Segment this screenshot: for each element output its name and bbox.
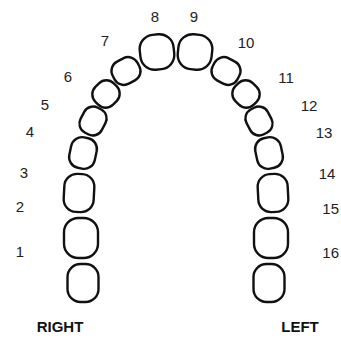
tooth-number: 7 [101,32,109,49]
tooth-outline [108,53,144,88]
tooth-outline [67,135,99,171]
tooth-number: 9 [190,8,198,25]
tooth-number: 4 [26,123,34,140]
tooth-number: 3 [20,164,28,181]
tooth-number: 16 [322,244,339,261]
tooth-number: 2 [16,198,24,215]
tooth-number: 11 [278,69,294,86]
tooth-number: 1 [16,243,24,260]
tooth-outline [176,33,213,71]
tooth-outline [138,33,175,71]
tooth-outline [64,218,98,258]
tooth-number: 13 [316,124,333,141]
tooth-outline [254,218,288,258]
side-label: RIGHT [37,318,84,335]
tooth-outline [253,135,285,171]
tooth-outline [257,173,289,213]
tooth-number: 15 [322,200,339,217]
tooth-number: 8 [151,8,159,25]
side-label: LEFT [281,318,319,335]
tooth-outline [68,264,99,302]
tooth-number: 5 [41,96,49,113]
tooth-number: 12 [301,97,318,114]
tooth-outline [208,53,244,88]
tooth-outline [254,264,285,302]
tooth-number: 10 [238,34,255,51]
tooth-outline [63,173,95,213]
tooth-number: 6 [64,68,72,85]
tooth-number: 14 [319,165,336,182]
